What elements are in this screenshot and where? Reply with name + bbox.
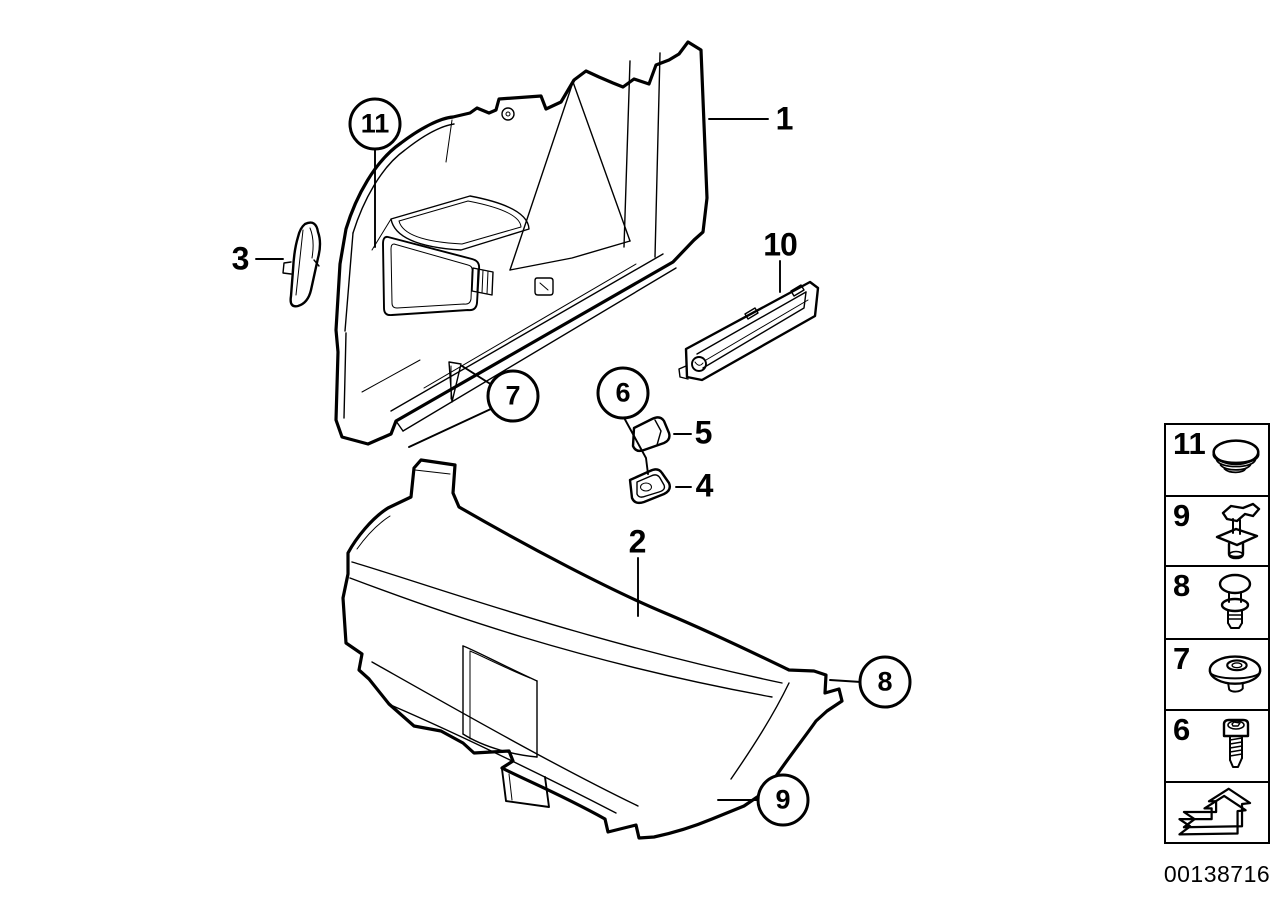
legend-number: 7 <box>1173 640 1191 676</box>
part-4-clip-socket[interactable] <box>628 468 672 505</box>
legend-item-8[interactable]: 8 <box>1164 565 1270 640</box>
drawing-part-number: 00138716 <box>1163 861 1271 887</box>
trim-plug-icon <box>1212 439 1260 474</box>
callout-11[interactable]: 11 <box>348 97 402 151</box>
fastener-legend: 11 9 8 <box>1164 423 1270 844</box>
cone-washer-icon <box>1208 654 1262 693</box>
legend-item-9[interactable]: 9 <box>1164 494 1270 568</box>
callout-9[interactable]: 9 <box>756 773 810 827</box>
legend-item-6[interactable]: 6 <box>1164 709 1270 783</box>
legend-number: 9 <box>1173 497 1191 533</box>
callout-3[interactable]: 3 <box>231 240 250 277</box>
legend-number: 11 <box>1173 426 1206 461</box>
part-1-side-trim-panel[interactable] <box>334 40 709 448</box>
legend-item-11[interactable]: 11 <box>1164 423 1270 497</box>
callout-4[interactable]: 4 <box>695 467 714 504</box>
expansion-rivet-icon <box>1218 573 1252 629</box>
callout-1[interactable]: 1 <box>775 100 794 137</box>
callout-8[interactable]: 8 <box>858 655 912 709</box>
legend-item-7[interactable]: 7 <box>1164 637 1270 712</box>
direction-arrow-icon <box>1178 787 1252 836</box>
part-10-handle-strip[interactable] <box>678 280 820 382</box>
part-2-trunk-lid-trim-panel[interactable] <box>341 458 844 840</box>
callout-leader-lines <box>255 118 862 801</box>
callout-2[interactable]: 2 <box>628 523 647 560</box>
callout-7[interactable]: 7 <box>486 369 540 423</box>
expanding-clip-icon <box>1215 502 1261 560</box>
callout-6[interactable]: 6 <box>596 366 650 420</box>
socket-screw-icon <box>1222 718 1250 768</box>
callout-5[interactable]: 5 <box>694 414 713 451</box>
legend-number: 6 <box>1173 712 1191 747</box>
part-3-cover-piece[interactable] <box>282 221 322 308</box>
legend-number: 8 <box>1173 568 1191 603</box>
part-5-clip-cover[interactable] <box>631 416 671 453</box>
legend-arrow-cell[interactable] <box>1164 780 1270 844</box>
callout-10[interactable]: 10 <box>763 226 798 263</box>
